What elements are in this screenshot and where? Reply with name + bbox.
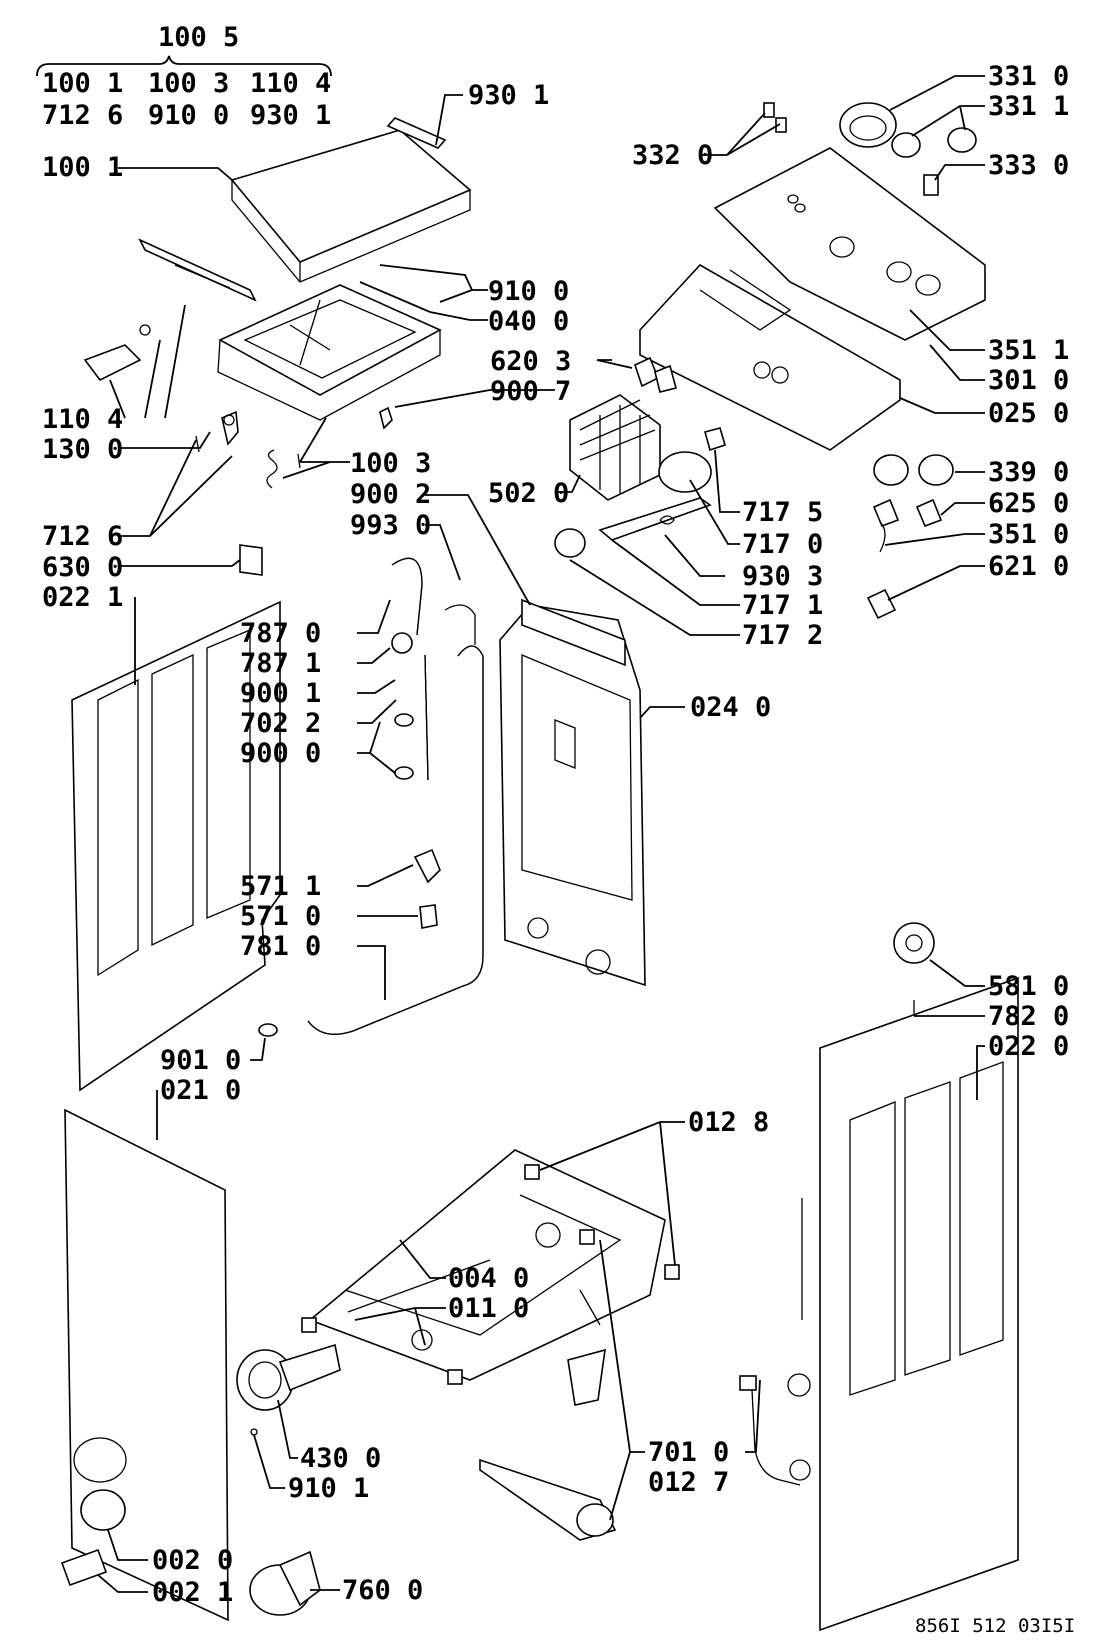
label-002-1: 002 1 (152, 1577, 233, 1608)
rear-panel (499, 598, 646, 987)
label-502-0: 502 0 (488, 478, 569, 509)
label-717-5: 717 5 (742, 497, 823, 528)
electronic-module (554, 394, 954, 620)
label-004-0: 004 0 (448, 1263, 529, 1294)
label-787-0: 787 0 (240, 618, 321, 649)
label-group-930-1: 930 1 (250, 100, 331, 131)
label-022-1: 022 1 (42, 582, 123, 613)
label-021-0: 021 0 (160, 1075, 241, 1106)
label-571-1: 571 1 (240, 871, 321, 902)
hose-parts (258, 557, 484, 1037)
label-910-1: 910 1 (288, 1473, 369, 1504)
label-130-0: 130 0 (42, 434, 123, 465)
front-panel (60, 1108, 229, 1622)
right-side-panel (739, 922, 1019, 1632)
knob-parts (763, 102, 977, 196)
label-782-0: 782 0 (988, 1001, 1069, 1032)
label-group-100-5: 100 5 (158, 22, 239, 53)
label-024-0: 024 0 (690, 692, 771, 723)
label-930-1: 930 1 (468, 80, 549, 111)
label-900-2: 900 2 (350, 479, 431, 510)
label-571-0: 571 0 (240, 901, 321, 932)
hinge-parts (195, 406, 393, 489)
label-717-2: 717 2 (742, 620, 823, 651)
lid-part (230, 117, 472, 283)
label-581-0: 581 0 (988, 971, 1069, 1002)
label-901-0: 901 0 (160, 1045, 241, 1076)
label-712-6: 712 6 (42, 521, 123, 552)
label-787-1: 787 1 (240, 648, 321, 679)
label-702-2: 702 2 (240, 708, 321, 739)
base-frame (301, 1149, 680, 1385)
label-011-0: 011 0 (448, 1293, 529, 1324)
label-717-0: 717 0 (742, 529, 823, 560)
label-760-0: 760 0 (342, 1575, 423, 1606)
label-012-7: 012 7 (648, 1467, 729, 1498)
label-621-0: 621 0 (988, 551, 1069, 582)
foot-parts (479, 1229, 617, 1541)
label-717-1: 717 1 (742, 590, 823, 621)
label-group-712-6: 712 6 (42, 100, 123, 131)
label-group-910-0: 910 0 (148, 100, 229, 131)
leader-lines (36, 55, 985, 1593)
label-630-0: 630 0 (42, 552, 123, 583)
label-002-0: 002 0 (152, 1545, 233, 1576)
label-group-100-3: 100 3 (148, 68, 229, 99)
label-group-110-4: 110 4 (250, 68, 331, 99)
label-040-0: 040 0 (488, 306, 569, 337)
label-781-0: 781 0 (240, 931, 321, 962)
left-side-panel (71, 544, 281, 1092)
label-430-0: 430 0 (300, 1443, 381, 1474)
label-100-3: 100 3 (350, 448, 431, 479)
label-351-1: 351 1 (988, 335, 1069, 366)
label-100-1: 100 1 (42, 152, 123, 183)
label-332-0: 332 0 (632, 140, 713, 171)
label-625-0: 625 0 (988, 488, 1069, 519)
control-panel (634, 147, 986, 451)
label-110-4: 110 4 (42, 404, 123, 435)
pump-filter-parts (236, 1343, 341, 1616)
label-900-0: 900 0 (240, 738, 321, 769)
part-number-labels: 100 5 100 1 100 3 110 4 712 6 910 0 930 … (42, 22, 1075, 1637)
label-group-100-1: 100 1 (42, 68, 123, 99)
drawing-number: 856I 512 03I5I (915, 1615, 1075, 1637)
label-701-0: 701 0 (648, 1437, 729, 1468)
label-930-3: 930 3 (742, 561, 823, 592)
label-331-1: 331 1 (988, 91, 1069, 122)
label-333-0: 333 0 (988, 150, 1069, 181)
label-993-0: 993 0 (350, 510, 431, 541)
label-025-0: 025 0 (988, 398, 1069, 429)
label-339-0: 339 0 (988, 457, 1069, 488)
label-910-0: 910 0 (488, 276, 569, 307)
label-012-8: 012 8 (688, 1107, 769, 1138)
label-351-0: 351 0 (988, 519, 1069, 550)
label-900-1: 900 1 (240, 678, 321, 709)
top-frame-part (83, 238, 442, 421)
label-022-0: 022 0 (988, 1031, 1069, 1062)
label-331-0: 331 0 (988, 61, 1069, 92)
label-620-3: 620 3 (490, 346, 571, 377)
label-900-7: 900 7 (490, 376, 571, 407)
label-301-0: 301 0 (988, 365, 1069, 396)
